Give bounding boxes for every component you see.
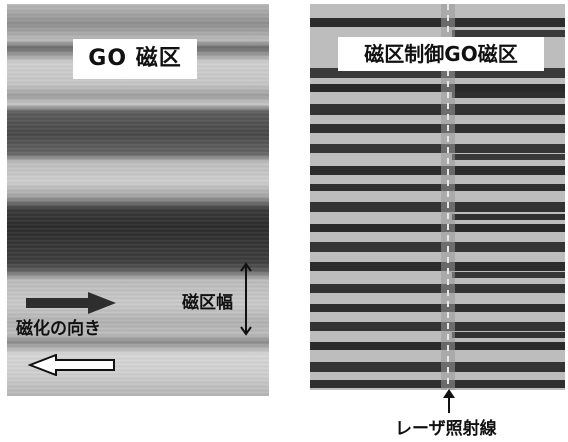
domain-stripes <box>310 18 565 388</box>
double-arrow-vertical-icon <box>240 262 252 336</box>
refined-domain-bands <box>310 4 565 390</box>
refined-domain-image <box>310 4 565 390</box>
magnetization-direction-label: 磁化の向き <box>16 319 101 339</box>
domain-width-label: 磁区幅 <box>182 293 233 313</box>
arrow-left-icon <box>28 354 115 376</box>
laser-line-label: レーザ照射線 <box>395 419 497 439</box>
arrow-right-icon <box>26 292 116 314</box>
go-domain-title: GO 磁区 <box>73 39 197 79</box>
domain-stripes-offset <box>452 30 565 338</box>
refined-domain-title: 磁区制御GO磁区 <box>338 37 544 71</box>
laser-line-mark <box>441 4 455 390</box>
arrow-up-icon <box>443 389 455 413</box>
